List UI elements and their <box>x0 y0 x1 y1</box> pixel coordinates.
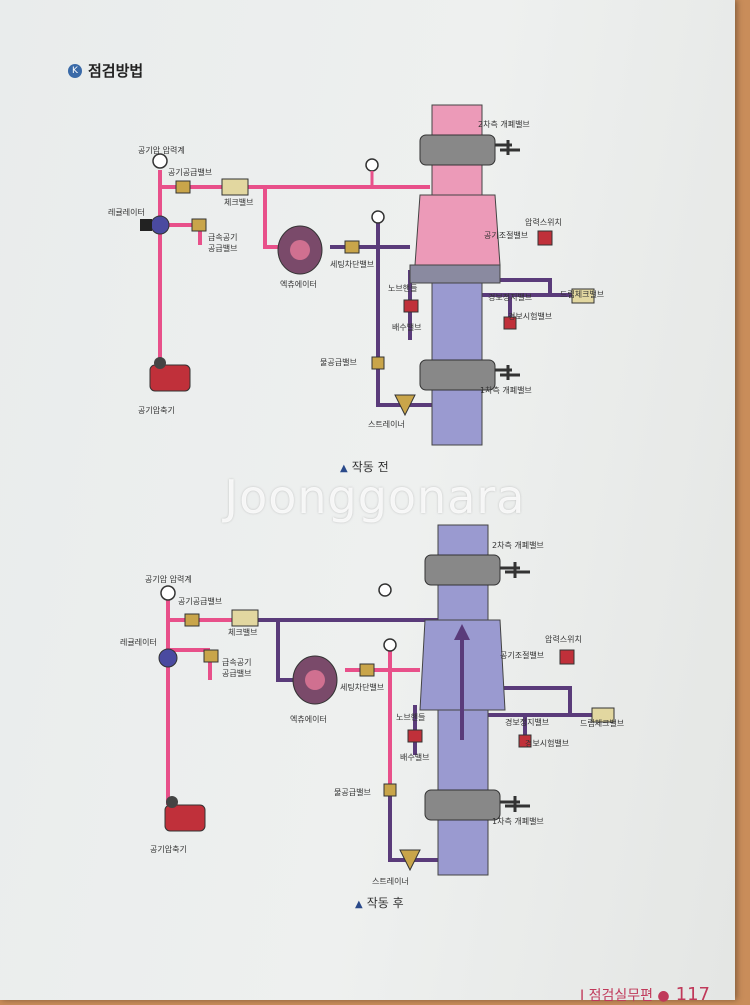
rapid-air-valve-icon <box>191 218 207 232</box>
regulator-icon <box>140 215 170 235</box>
label-pressure-switch: 압력스위치 <box>525 217 562 227</box>
drip-check-valve-icon-after <box>591 707 615 723</box>
check-valve-icon-after <box>231 609 259 627</box>
valve-clapper <box>409 264 501 284</box>
label-alarm-stop-valve: 경보정지밸브 <box>488 292 532 302</box>
alarm-valve-body <box>414 194 501 266</box>
prime-valve-icon <box>371 356 385 370</box>
label-rapid-air-after: 급속공기 <box>222 658 251 667</box>
label-prime-valve-after: 물공급밸브 <box>334 787 371 797</box>
label-check-valve: 체크밸브 <box>224 197 253 207</box>
heading-title: 점검방법 <box>88 62 144 80</box>
label-alarm-test-valve: 경보시험밸브 <box>508 311 552 321</box>
label-pressure-switch-after: 압력스위치 <box>545 634 582 644</box>
regulator-icon-after <box>158 648 178 668</box>
label-compressor-after: 공기압축기 <box>150 845 187 854</box>
label-secondary-valve: 2차측 개폐밸브 <box>478 119 530 129</box>
diagram-before: 공기압 압력계 공기공급밸브 체크밸브 레귤레이터 급속공기 공급밸브 엑츄에이… <box>108 104 604 446</box>
drip-check-valve-icon <box>571 288 595 304</box>
strainer-icon-after <box>399 849 421 872</box>
diagram-before-labels: 공기압 압력계 공기공급밸브 체크밸브 레귤레이터 급속공기 공급밸브 엑츄에이… <box>108 119 604 429</box>
page-footer: Ⅰ 점검실무편 ● 117 <box>580 984 710 1005</box>
alarm-test-valve-icon-after <box>518 734 532 748</box>
label-gauge-air: 공기압 압력계 <box>138 145 185 155</box>
compressor-icon-after <box>164 796 206 832</box>
label-drip-check-valve-after: 드립체크밸브 <box>580 718 624 728</box>
label-alarm-stop-valve-after: 경보정지밸브 <box>505 717 549 727</box>
label-regulator: 레귤레이터 <box>108 207 145 217</box>
label-strainer-after: 스트레이너 <box>372 876 409 886</box>
seating-valve-icon-after <box>359 663 375 677</box>
label-reset-handle-after: 노브핸들 <box>396 712 425 722</box>
label-primary-valve: 1차측 개폐밸브 <box>480 385 532 395</box>
pressure-gauge-2 <box>365 158 379 187</box>
label-compressor: 공기압축기 <box>138 406 175 415</box>
label-air-supply-valve: 공기공급밸브 <box>168 167 212 177</box>
label-gauge-air-after: 공기압 압력계 <box>145 574 192 584</box>
pressure-gauge-3-after <box>383 638 397 652</box>
air-supply-valve-icon <box>175 180 191 194</box>
primary-gate-valve <box>419 359 520 391</box>
label-air-supply-valve-after: 공기공급밸브 <box>178 596 222 606</box>
drain-valve-icon-after <box>407 729 423 743</box>
pressure-gauge-3 <box>371 210 385 224</box>
primary-gate-valve-after <box>424 789 530 821</box>
label-air-adjust-valve: 공기조절밸브 <box>484 230 528 240</box>
alarm-test-valve-icon <box>503 316 517 330</box>
label-accelerator: 엑츄에이터 <box>280 279 317 289</box>
label-seating-valve: 세팅차단밸브 <box>330 259 374 269</box>
compressor-icon <box>149 357 191 392</box>
diagram-after-labels: 공기압 압력계 공기공급밸브 체크밸브 레귤레이터 급속공기 공급밸브 엑츄에이… <box>120 540 624 886</box>
label-accelerator-after: 엑츄에이터 <box>290 714 327 724</box>
rapid-air-valve-icon-after <box>203 649 219 663</box>
accelerator-icon-after <box>292 655 338 705</box>
label-strainer: 스트레이너 <box>368 419 405 429</box>
pressure-switch-icon <box>537 230 553 246</box>
pressure-gauge-2-after <box>378 583 392 597</box>
air-pressure-gauge-after <box>160 585 176 601</box>
label-alarm-test-valve-after: 경보시험밸브 <box>525 738 569 748</box>
seating-valve-icon <box>344 240 360 254</box>
label-primary-valve-after: 1차측 개폐밸브 <box>492 816 544 826</box>
label-supply-valve: 공급밸브 <box>208 243 237 253</box>
air-lines-after <box>166 595 420 805</box>
section-heading: K 점검방법 <box>68 60 143 81</box>
label-check-valve-after: 체크밸브 <box>228 627 257 637</box>
label-air-adjust-valve-after: 공기조절밸브 <box>500 650 544 660</box>
caption-before: ▲작동 전 <box>340 460 389 474</box>
label-rapid-air: 급속공기 <box>208 233 237 242</box>
secondary-gate-valve-after <box>424 554 530 586</box>
label-regulator-after: 레귤레이터 <box>120 637 157 647</box>
air-pressure-gauge <box>152 153 168 169</box>
secondary-gate-valve <box>419 134 520 166</box>
label-drain-valve: 배수밸브 <box>392 322 421 332</box>
label-supply-valve-after: 공급밸브 <box>222 668 251 678</box>
label-reset-handle: 노브핸들 <box>388 283 417 293</box>
flow-arrow-head <box>454 624 470 640</box>
label-secondary-valve-after: 2차측 개폐밸브 <box>492 540 544 550</box>
prime-valve-icon-after <box>383 783 397 797</box>
label-seating-valve-after: 세팅차단밸브 <box>340 682 384 692</box>
footer-text: Ⅰ 점검실무편 ● <box>579 988 670 1004</box>
pressure-switch-icon-after <box>559 649 575 665</box>
caption-after: ▲작동 후 <box>355 896 404 910</box>
label-drain-valve-after: 배수밸브 <box>400 752 429 762</box>
air-supply-valve-icon-after <box>184 613 200 627</box>
label-prime-valve: 물공급밸브 <box>320 357 357 367</box>
page-number: 117 <box>675 984 710 1005</box>
diagram-after: 공기압 압력계 공기공급밸브 체크밸브 레귤레이터 급속공기 공급밸브 엑츄에이… <box>120 524 624 886</box>
check-valve-icon <box>221 178 249 196</box>
accelerator-icon <box>277 225 323 275</box>
watermark: Joonggonara <box>224 470 526 524</box>
heading-badge: K <box>68 63 82 78</box>
label-drip-check-valve: 드립체크밸브 <box>560 289 604 299</box>
strainer-icon <box>394 394 416 417</box>
drain-valve-icon <box>403 299 419 313</box>
